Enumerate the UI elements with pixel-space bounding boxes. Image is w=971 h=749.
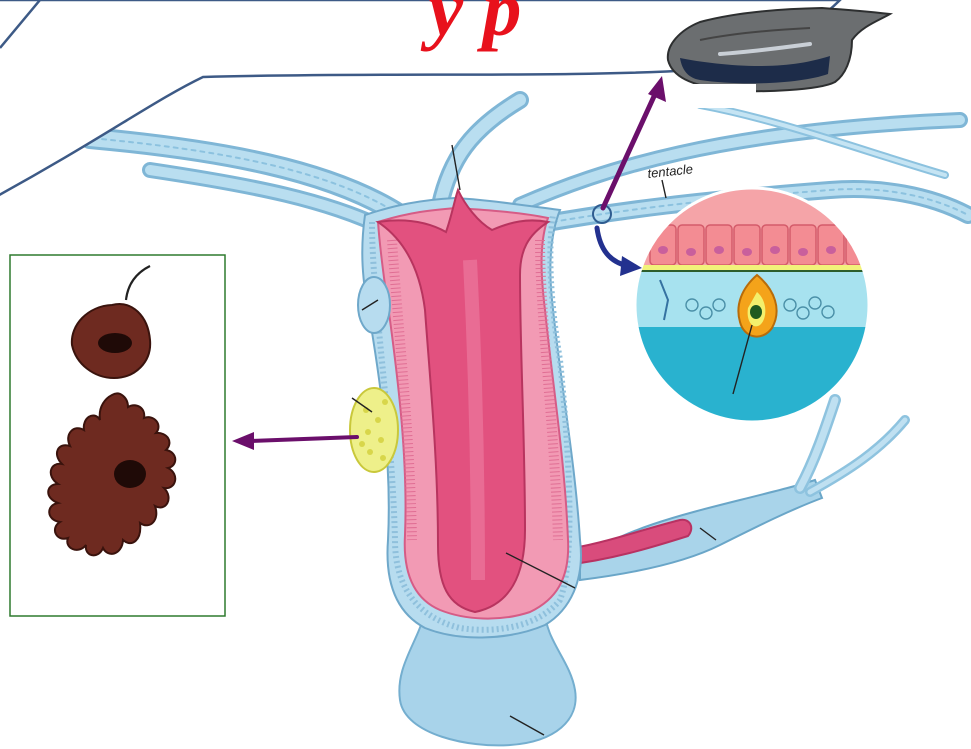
cell-inset — [10, 255, 225, 616]
banner-title: y p — [420, 0, 521, 52]
bud — [560, 400, 905, 580]
testis — [358, 277, 390, 333]
ovary — [350, 388, 398, 472]
purple-arrow-left — [232, 432, 357, 450]
bud-body — [580, 480, 822, 580]
purple-arrow-up — [603, 76, 666, 208]
blue-curved-arrow — [597, 228, 642, 276]
pointer-tentacle — [662, 180, 666, 198]
tentacle-top — [440, 100, 520, 205]
cnidocyte-inset — [630, 188, 880, 427]
